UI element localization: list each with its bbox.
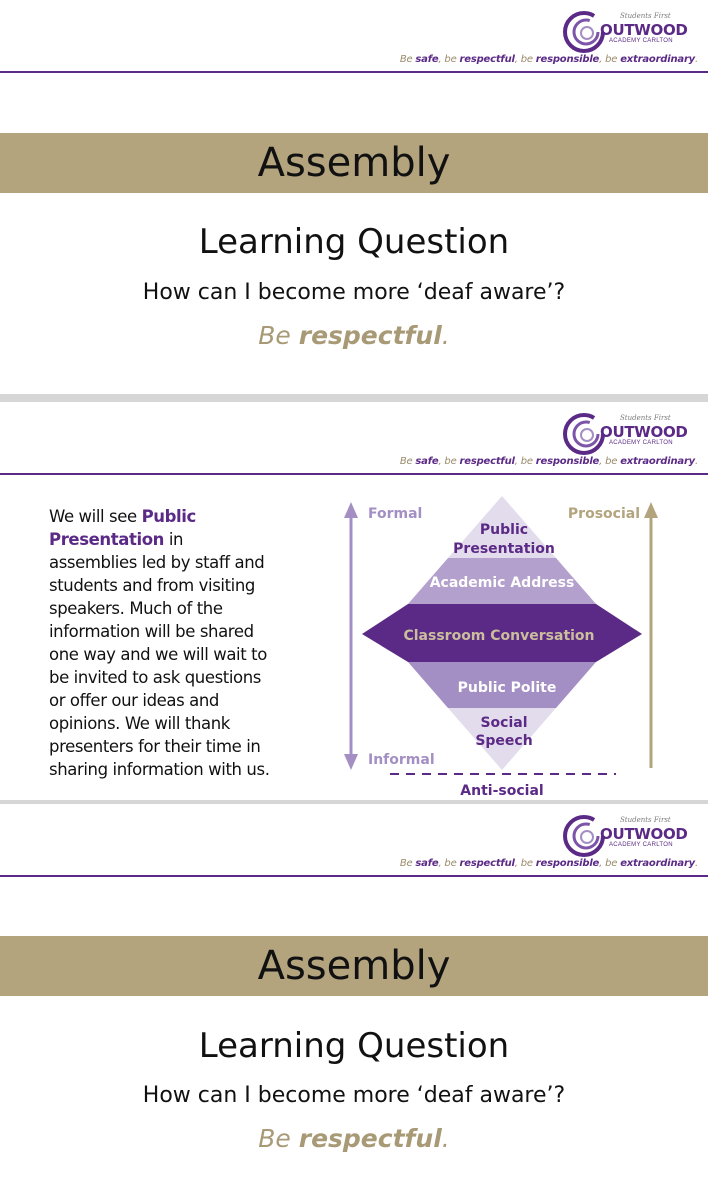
public-presentation-paragraph: We will see Public Presentation in assem… [49, 507, 270, 779]
logo-swirl-icon [563, 11, 605, 53]
arrow-down-icon [344, 754, 358, 770]
header-rule [0, 875, 708, 877]
level-label: Academic Address [430, 575, 575, 591]
logo-name: OUTWOOD [600, 423, 688, 441]
motto: Be respectful. [258, 321, 450, 350]
slide-2: Students First OUTWOOD ACADEMY CARLTON B… [0, 402, 708, 800]
slide-1: Students First OUTWOOD ACADEMY CARLTON B… [0, 0, 708, 394]
logo-small-text: Students First [620, 12, 671, 20]
outwood-logo: Students First OUTWOOD ACADEMY CARLTON [562, 10, 688, 54]
motto: Be respectful. [258, 1124, 450, 1153]
level-label: Speech [475, 733, 532, 749]
level-academic-address [408, 558, 596, 604]
level-label: Classroom Conversation [403, 628, 594, 644]
slide-3: Students First OUTWOOD ACADEMY CARLTON B… [0, 804, 708, 1200]
logo-swirl-icon [563, 815, 605, 857]
question-text: How can I become more ‘deaf aware’? [142, 280, 566, 305]
logo-sub: ACADEMY CARLTON [609, 38, 673, 44]
tagline: Be safe, be respectful, be responsible, … [399, 456, 698, 467]
level-label: Social [480, 715, 527, 731]
level-label: Public [480, 522, 528, 538]
logo-sub: ACADEMY CARLTON [609, 842, 673, 848]
header-rule [0, 71, 708, 73]
level-label: Public Polite [458, 680, 557, 696]
prosocial-label: Prosocial [568, 506, 640, 522]
antisocial-label: Anti-social [460, 783, 543, 799]
outwood-logo: Students First OUTWOOD ACADEMY CARLTON [562, 814, 688, 858]
formal-label: Formal [368, 506, 422, 522]
learning-question-heading: Learning Question [198, 222, 510, 262]
level-classroom-conversation [362, 604, 642, 662]
level-public-polite [408, 662, 596, 708]
informal-label: Informal [368, 752, 435, 768]
logo-name: OUTWOOD [600, 825, 688, 843]
level-social-speech [448, 708, 556, 770]
logo-small-text: Students First [620, 414, 671, 422]
arrow-up-icon [344, 502, 358, 518]
assembly-band: Assembly [0, 936, 708, 996]
learning-question-heading: Learning Question [198, 1026, 510, 1066]
level-public-presentation [448, 496, 556, 558]
question-text: How can I become more ‘deaf aware’? [142, 1083, 566, 1108]
outwood-logo: Students First OUTWOOD ACADEMY CARLTON [562, 412, 688, 456]
level-label: Presentation [453, 541, 555, 557]
arrow-up-icon [644, 502, 658, 518]
tagline: Be safe, be respectful, be responsible, … [399, 858, 698, 869]
tagline: Be safe, be respectful, be responsible, … [399, 54, 698, 65]
logo-sub: ACADEMY CARLTON [609, 440, 673, 446]
logo-name: OUTWOOD [600, 21, 688, 39]
header-rule [0, 473, 708, 475]
assembly-band: Assembly [0, 133, 708, 193]
logo-swirl-icon [563, 413, 605, 455]
logo-small-text: Students First [620, 816, 671, 824]
talk-register-diagram: Public Presentation Academic Address Cla… [344, 496, 658, 799]
